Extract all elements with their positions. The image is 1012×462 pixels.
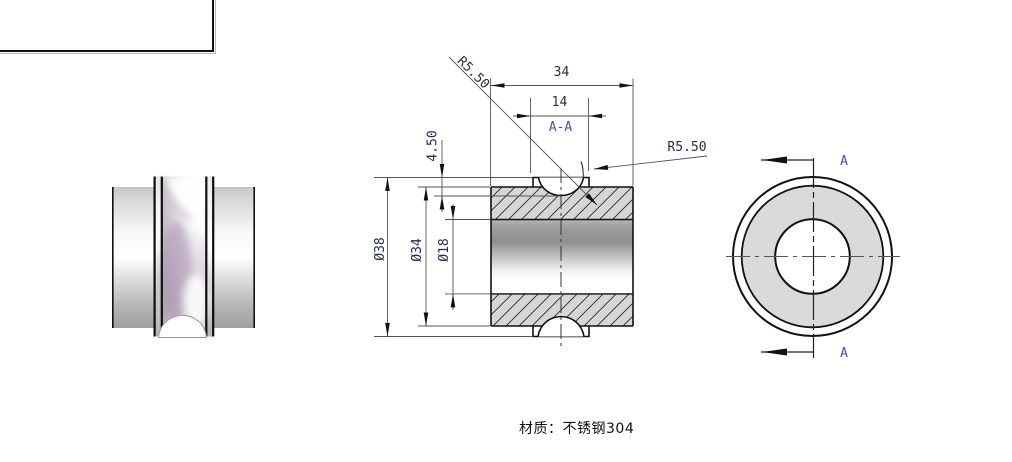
bore-shading [491,219,633,294]
frame-vertical-shadow [215,0,216,54]
section-marker-a-bottom: A [840,346,848,361]
section-arrow-bottom: A [761,346,848,361]
dim-bore-diameter-text: Ø18 [437,238,452,261]
frame-horizontal-line [0,50,214,52]
groove-radius-text: R5.50 [454,54,492,92]
groove-top-highlight [162,176,206,238]
end-view: A A [726,154,900,361]
section-arrow-top: A [761,154,848,169]
bottom-groove-notch [157,315,208,338]
dimension-4-50: 4.50 [426,130,559,212]
groove-bottom-highlight [183,274,209,326]
radius-leader-r5-50-diagonal: R5.50 [448,54,598,206]
pulley-render [112,176,255,338]
section-label: A-A [549,120,573,135]
section-marker-a-top: A [840,154,848,169]
silhouette-edges [112,176,255,337]
groove-radius-callout-text: R5.50 [667,140,706,155]
dim-total-width-text: 34 [554,65,570,80]
groove-curve-shadow [161,177,191,221]
arc-extension-tick [580,161,584,179]
frame-horizontal-shadow [0,53,216,54]
section-view-a-a: 34 14 A-A 4.50 Ø38 [373,54,708,348]
dimension-dia-34: Ø34 [410,186,490,327]
frame-vertical-line [212,0,214,51]
dimension-dia-18: Ø18 [437,204,490,310]
rendered-side-view [112,176,255,338]
dim-outer-diameter-text: Ø38 [373,237,388,260]
dim-band-width-text: 14 [552,95,568,110]
dim-flange-diameter-text: Ø34 [410,238,425,262]
radius-callout-r5-50: R5.50 [593,140,708,170]
dim-groove-depth-text: 4.50 [426,130,441,161]
material-note: 材质：不锈钢304 [519,421,635,437]
dimension-dia-38: Ø38 [373,177,533,337]
dimension-14: 14 A-A [513,95,606,173]
dimension-34: 34 [490,65,634,186]
